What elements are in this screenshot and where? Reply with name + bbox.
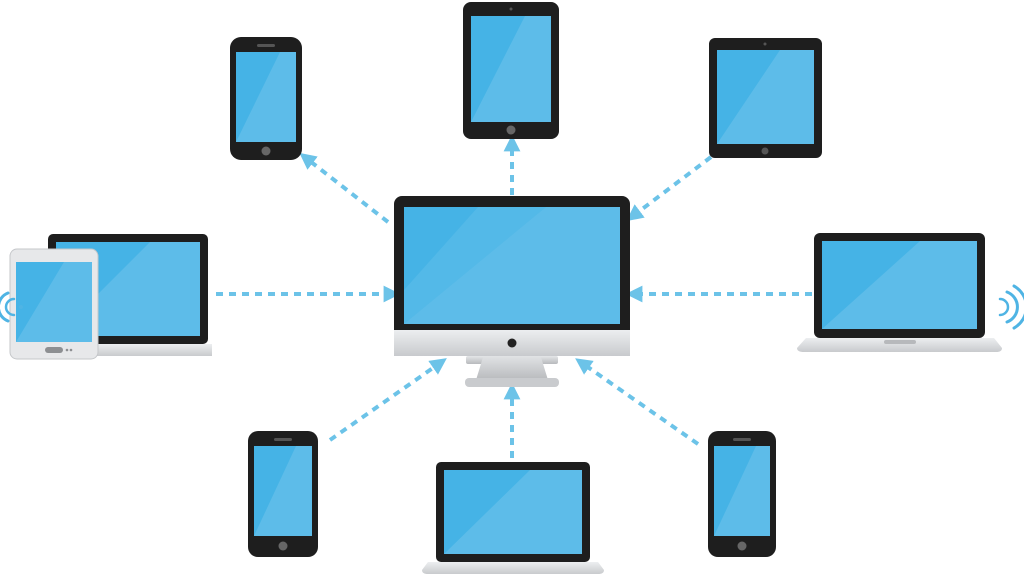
tablet-top-center: [463, 2, 559, 139]
laptop-bottom-center: [422, 462, 604, 574]
phone-screen: [254, 446, 312, 536]
monitor-screen: [404, 207, 620, 324]
phone-bottom-left: [248, 431, 318, 557]
phone-screen: [236, 52, 296, 142]
laptop-screen: [822, 241, 977, 329]
home-button: [737, 541, 747, 551]
arrow-from-phone-bottom-left: [328, 358, 447, 442]
home-button: [761, 147, 769, 155]
wireless-icon: [0, 291, 23, 323]
tablet-screen: [471, 16, 551, 122]
desktop-monitor: [394, 196, 630, 387]
tablet-screen: [717, 50, 814, 144]
arrow-from-phone-bottom-right: [575, 358, 700, 446]
phone-bottom-right: [708, 431, 776, 557]
laptop-right: [797, 233, 1024, 352]
phone-top-left: [230, 37, 302, 160]
home-button: [45, 347, 63, 353]
home-button: [506, 125, 516, 135]
tablet-top-right: [709, 38, 822, 158]
wireless-icon: [998, 284, 1024, 330]
home-button: [261, 146, 271, 156]
arrow-to-phone-top-left: [299, 152, 390, 224]
laptop-screen: [444, 470, 582, 554]
monitor-logo: [507, 338, 517, 348]
connection-arrows: [216, 134, 812, 458]
home-button: [278, 541, 288, 551]
phone-screen: [714, 446, 770, 536]
arrow-from-tablet-top-right: [626, 155, 713, 222]
tablet-screen: [16, 262, 92, 342]
laptop-tablet-left: [0, 234, 212, 360]
